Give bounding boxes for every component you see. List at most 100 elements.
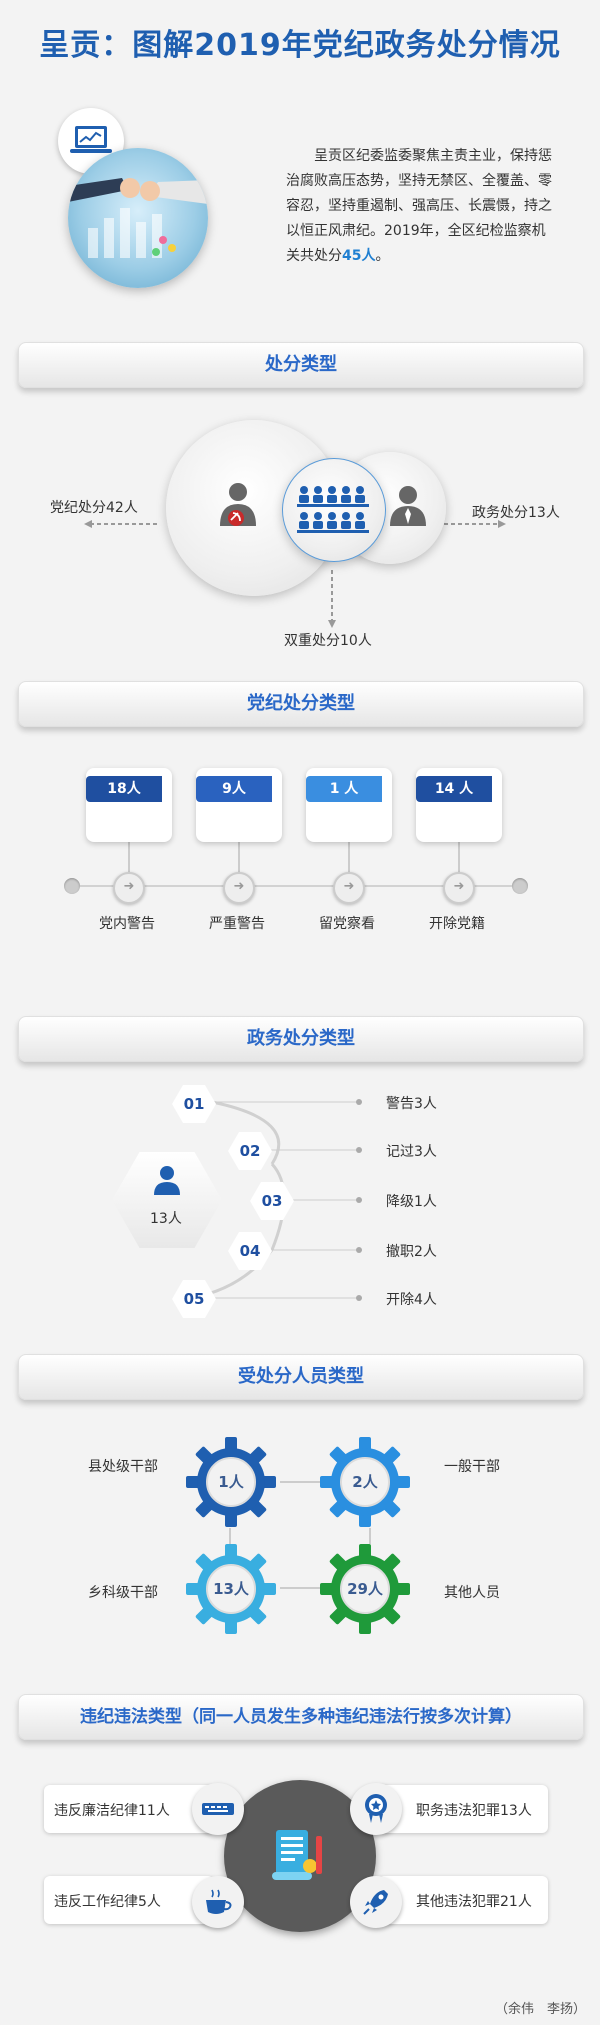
connector-line: [348, 842, 350, 874]
document-icon: [272, 1830, 322, 1880]
timeline-track: [72, 885, 520, 887]
timeline-start-dot: [64, 878, 80, 894]
timeline-node: ➜: [333, 872, 365, 904]
keyboard-icon: [202, 1803, 234, 1815]
count-tag: 9人: [196, 776, 272, 802]
violation-box-duty-crime: 职务违法犯罪13人: [378, 1785, 548, 1833]
section-banner-punishment-types: 处分类型: [18, 342, 584, 388]
other-crime-icon-circle: [350, 1876, 402, 1928]
violation-label: 违反工作纪律5人: [54, 1894, 161, 1910]
intro-illustration: [52, 108, 212, 288]
violation-label: 职务违法犯罪13人: [416, 1803, 532, 1819]
gov-total-count: 13人: [150, 1211, 182, 1227]
banner-label: 处分类型: [265, 354, 337, 375]
group-people-icon: [297, 486, 369, 533]
violation-box-other-crime: 其他违法犯罪21人: [378, 1876, 548, 1924]
gear-icon: [320, 1437, 410, 1527]
party-item-4: 14 人 ➜ 开除党籍: [416, 768, 502, 938]
business-hands-icon: [68, 178, 208, 258]
count-tag: 18人: [86, 776, 162, 802]
party-item-label: 留党察看: [319, 916, 375, 932]
gov-item-num-2: 02: [228, 1132, 272, 1170]
party-item-1: 18人 ➜ 党内警告: [86, 768, 172, 938]
coffee-cup-icon: [206, 1889, 232, 1914]
gov-discipline-label: 政务处分13人: [472, 505, 560, 521]
count-card: 14 人: [416, 768, 502, 842]
connector-line: [458, 842, 460, 874]
gear-icon: [320, 1544, 410, 1634]
section-banner-gov-discipline: 政务处分类型: [18, 1016, 584, 1062]
intro-text: 呈贡区纪委监委聚焦主责主业，保持惩治腐败高压态势，坚持无禁区、全覆盖、零容忍，坚…: [286, 148, 552, 264]
connector-line: [128, 842, 130, 874]
gov-item-label-5: 开除4人: [386, 1292, 437, 1308]
dual-discipline-label: 双重处分10人: [284, 633, 372, 649]
gear-other-personnel: 29人: [320, 1544, 410, 1634]
author-credit: （余伟 李扬）: [494, 2002, 586, 2017]
count-tag: 1 人: [306, 776, 382, 802]
gov-dot-5: [356, 1295, 362, 1301]
venn-connectors: [84, 520, 506, 628]
rocket-icon: [363, 1890, 388, 1915]
intro-paragraph: 呈贡区纪委监委聚焦主责主业，保持惩治腐败高压态势，坚持无禁区、全覆盖、零容忍，坚…: [286, 144, 554, 269]
count-card: 9人: [196, 768, 282, 842]
gov-item-label-1: 警告3人: [386, 1096, 437, 1112]
gov-item-label-3: 降级1人: [386, 1194, 437, 1210]
person-icon: [154, 1166, 180, 1195]
gov-item-label-4: 撤职2人: [386, 1244, 437, 1260]
count-card: 1 人: [306, 768, 392, 842]
person-type-label-1: 县处级干部: [88, 1459, 158, 1475]
party-item-2: 9人 ➜ 严重警告: [196, 768, 282, 938]
person-type-label-3: 乡科级干部: [88, 1585, 158, 1601]
gear-count: 13人: [213, 1580, 249, 1598]
intro-tail: 。: [375, 248, 390, 264]
total-count: 45人: [342, 248, 376, 264]
gov-dot-2: [356, 1147, 362, 1153]
gear-township-level: 13人: [186, 1544, 276, 1634]
violation-label: 其他违法犯罪21人: [416, 1894, 532, 1910]
person-type-label-4: 其他人员: [444, 1585, 500, 1601]
banner-label: 党纪处分类型: [247, 693, 355, 714]
banner-label: 违纪违法类型（同一人员发生多种违纪违法行按多次计算）: [80, 1707, 522, 1727]
section-banner-violation-types: 违纪违法类型（同一人员发生多种违纪违法行按多次计算）: [18, 1694, 584, 1740]
gov-item-num-4: 04: [228, 1232, 272, 1270]
gear-icon: [186, 1544, 276, 1634]
gov-item-label-2: 记过3人: [386, 1144, 437, 1160]
timeline-node: ➜: [443, 872, 475, 904]
gov-item-num-3: 03: [250, 1182, 294, 1220]
gov-dot-1: [356, 1099, 362, 1105]
party-item-label: 开除党籍: [429, 916, 485, 932]
count-card: 18人: [86, 768, 172, 842]
gov-item-num-5: 05: [172, 1280, 216, 1318]
banner-label: 受处分人员类型: [238, 1366, 364, 1387]
gear-icon: [186, 1437, 276, 1527]
count-tag: 14 人: [416, 776, 492, 802]
gear-connectors: [229, 1481, 371, 1589]
gov-dot-4: [356, 1247, 362, 1253]
gov-dot-3: [356, 1197, 362, 1203]
party-member-icon: [220, 483, 256, 526]
violation-box-work: 违反工作纪律5人: [44, 1876, 214, 1924]
violation-label: 违反廉洁纪律11人: [54, 1803, 170, 1819]
timeline-end-dot: [512, 878, 528, 894]
gear-general-staff: 2人: [320, 1437, 410, 1527]
duty-crime-icon-circle: [350, 1783, 402, 1835]
person-type-label-2: 一般干部: [444, 1459, 500, 1475]
timeline-node: ➜: [113, 872, 145, 904]
party-discipline-label: 党纪处分42人: [50, 500, 138, 516]
official-person-icon: [390, 486, 426, 526]
section-banner-party-discipline: 党纪处分类型: [18, 681, 584, 727]
connector-line: [238, 842, 240, 874]
laptop-icon-badge: [58, 108, 124, 174]
gear-county-level: 1人: [186, 1437, 276, 1527]
gear-count: 1人: [218, 1473, 244, 1491]
timeline-node: ➜: [223, 872, 255, 904]
medal-icon: [365, 1794, 387, 1823]
dual-discipline-circle: [282, 458, 386, 562]
integrity-icon-circle: [192, 1783, 244, 1835]
page-title: 呈贡：图解2019年党纪政务处分情况: [39, 28, 561, 63]
gov-arc-lines: [189, 1100, 360, 1300]
section-banner-person-types: 受处分人员类型: [18, 1354, 584, 1400]
handshake-photo-circle: [68, 148, 208, 288]
violation-box-integrity: 违反廉洁纪律11人: [44, 1785, 214, 1833]
party-item-3: 1 人 ➜ 留党察看: [306, 768, 392, 938]
